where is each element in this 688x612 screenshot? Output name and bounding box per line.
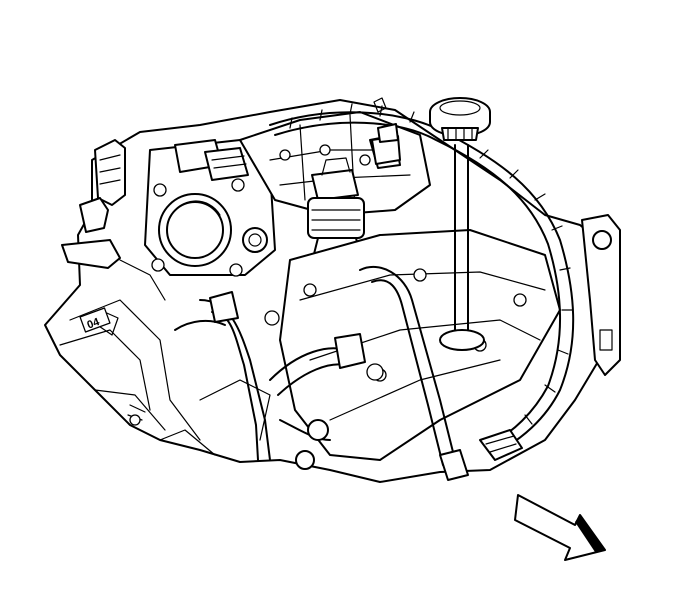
dipstick-tube [439,144,485,351]
throttle-body [144,139,276,277]
top-sensor [371,97,401,165]
lift-bracket [581,214,621,376]
direction-arrow-icon [514,494,606,561]
svg-text:04: 04 [86,316,102,332]
left-sensor-bracket [61,139,166,301]
pcv-hose [359,265,469,481]
wiring-harness [269,103,575,461]
oil-fill-cap [429,97,491,141]
coolant-hoses [174,291,384,470]
